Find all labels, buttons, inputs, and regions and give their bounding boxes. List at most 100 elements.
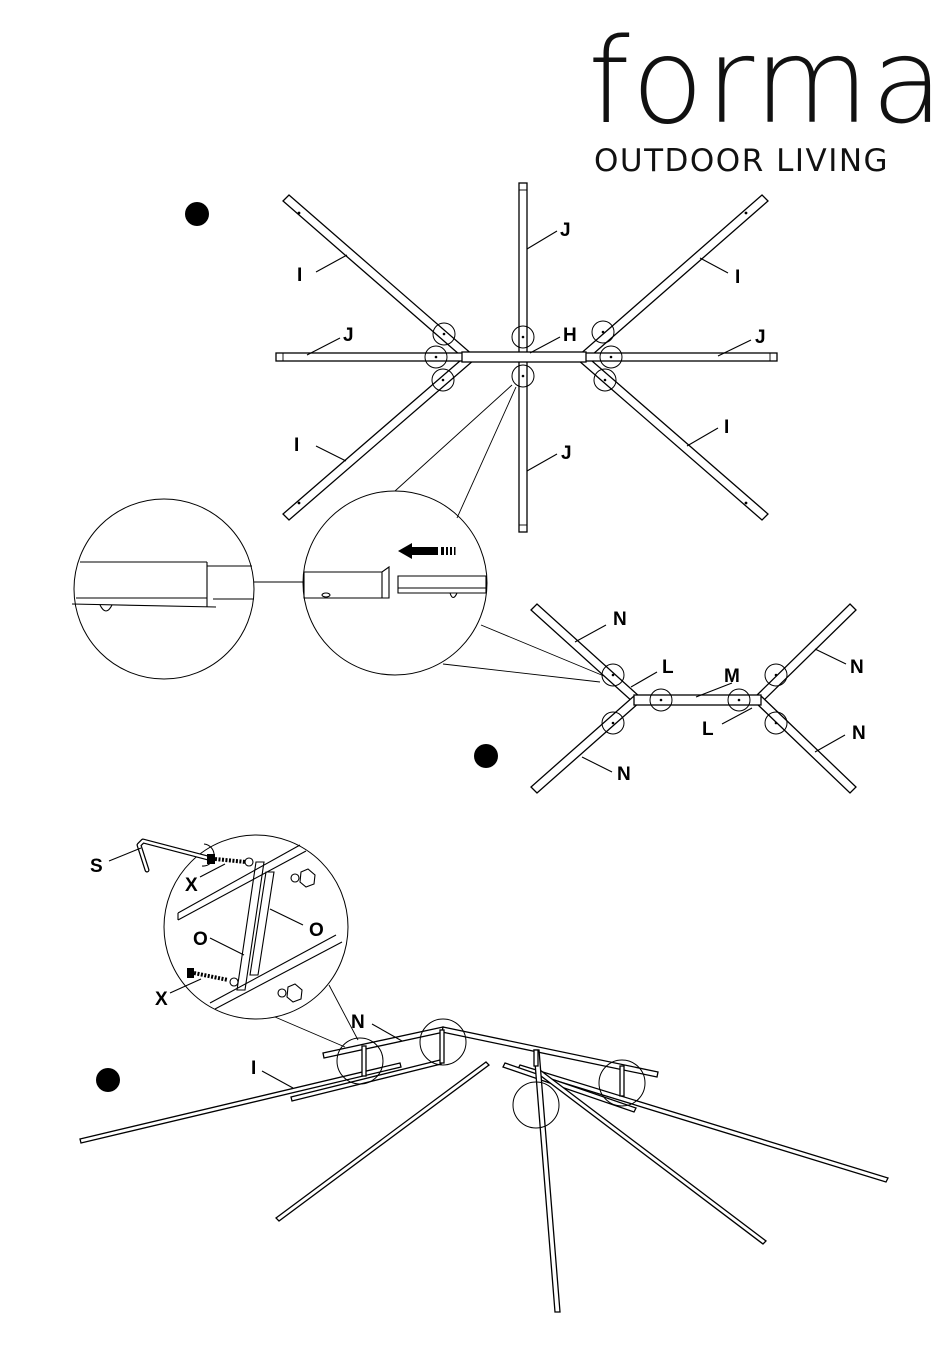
leader-line	[210, 938, 244, 955]
washer-icon	[245, 858, 253, 866]
inner-tube	[398, 576, 486, 593]
insertion-detail	[304, 543, 486, 598]
rafter-left-long	[80, 1063, 401, 1143]
label-s-key: S	[90, 856, 103, 877]
frame-tube-edge	[210, 935, 336, 1003]
label-l-right: L	[702, 719, 714, 740]
step3-bolt-detail: S X X O O	[90, 835, 358, 1047]
leader-line	[316, 255, 347, 272]
brand-logo: forma OUTDOOR LIVING	[588, 12, 945, 179]
label-n-lower-right: N	[852, 723, 866, 744]
brand-tagline: OUTDOOR LIVING	[594, 143, 889, 179]
leader-line	[530, 337, 560, 353]
rivet-dot	[738, 699, 741, 702]
label-j-right: J	[755, 327, 766, 348]
rafter-right-long	[518, 1065, 888, 1182]
nut-icon	[287, 984, 302, 1002]
part-n-frame-left	[323, 1027, 444, 1058]
bolt-thread-icon	[194, 973, 228, 980]
label-n-lower-left: N	[617, 764, 631, 785]
rivet-dot	[522, 336, 525, 339]
leader-line	[262, 1071, 293, 1088]
rivet-dot	[745, 502, 748, 505]
label-m-center: M	[724, 666, 740, 687]
label-j-left: J	[343, 325, 354, 346]
rivet-dot	[443, 333, 446, 336]
rivet-dot	[442, 379, 445, 382]
label-o-right: O	[309, 920, 324, 941]
insert-arrow-icon	[398, 543, 438, 559]
brand-name: forma	[588, 12, 945, 150]
label-i-upper-left: I	[297, 265, 302, 286]
rafter-right-short	[503, 1063, 636, 1112]
part-i-lower-left	[283, 354, 474, 520]
bracket-joint	[620, 1066, 624, 1096]
bracket-joint	[362, 1046, 366, 1076]
callout-line	[443, 664, 600, 682]
part-j-bottom	[519, 360, 527, 532]
nut-icon	[291, 874, 299, 882]
rivet-dot	[435, 356, 438, 359]
rivet-hole	[322, 593, 330, 597]
rivet-dot	[612, 722, 615, 725]
part-j-right	[575, 353, 777, 361]
rivet-dot	[612, 674, 615, 677]
leader-line	[815, 649, 846, 664]
label-l-left: L	[662, 657, 674, 678]
rivet-dot	[602, 331, 605, 334]
label-x-bottom: X	[155, 989, 168, 1010]
leader-line	[170, 979, 201, 993]
label-i-frame: I	[251, 1058, 256, 1079]
bolt-head-icon	[187, 968, 194, 978]
leader-line	[687, 428, 718, 446]
tube-edge	[72, 604, 216, 607]
joint-circle	[513, 1082, 559, 1128]
part-h-hub	[462, 352, 586, 362]
label-i-upper-right: I	[735, 267, 740, 288]
step-marker-3	[96, 1068, 120, 1092]
pin-head	[100, 605, 112, 611]
arrow-tail-icon	[441, 547, 456, 555]
leader-line	[700, 258, 728, 273]
rivet-dot	[522, 375, 525, 378]
bracket-joint	[440, 1030, 444, 1063]
part-j-left	[276, 353, 476, 361]
label-n-upper-left: N	[613, 609, 627, 630]
part-n-frame-right	[442, 1027, 658, 1077]
nut-icon	[278, 989, 286, 997]
leader-line	[527, 454, 557, 471]
leader-line	[631, 672, 657, 687]
label-n-upper-right: N	[850, 657, 864, 678]
leader-line	[527, 231, 557, 249]
rafter-front-right	[537, 1070, 766, 1244]
part-i-lower-right	[578, 354, 768, 520]
bolt-head-icon	[207, 854, 215, 864]
leader-line	[109, 848, 141, 861]
rivet-dot	[610, 356, 613, 359]
label-i-lower-right: I	[724, 417, 729, 438]
nut-icon	[300, 869, 315, 887]
part-n-upper-right	[755, 604, 856, 703]
callout-line	[275, 1017, 345, 1047]
rivet-dot	[298, 502, 301, 505]
rivet-dot	[775, 674, 778, 677]
detail-magnifier-assembled	[74, 499, 254, 679]
step-marker-2	[474, 744, 498, 768]
label-j-top: J	[560, 220, 571, 241]
frame-tube-edge	[215, 942, 342, 1009]
leader-line	[372, 1024, 402, 1041]
step-marker-1	[185, 202, 209, 226]
step1-frame: I I I I J J J J H	[276, 183, 777, 532]
callout-line	[457, 387, 516, 518]
detail-magnifier-insert	[303, 491, 487, 675]
step2-frame: N N N N L L M	[531, 604, 866, 793]
leader-line	[815, 735, 845, 752]
label-i-lower-left: I	[294, 435, 299, 456]
bracket-joint	[534, 1050, 538, 1066]
leader-line	[582, 757, 612, 772]
washer-icon	[230, 978, 238, 986]
step3-frame: N I	[80, 1012, 888, 1312]
label-o-left: O	[193, 929, 208, 950]
label-n-frame: N	[351, 1012, 365, 1033]
part-i-upper-left	[283, 195, 474, 362]
